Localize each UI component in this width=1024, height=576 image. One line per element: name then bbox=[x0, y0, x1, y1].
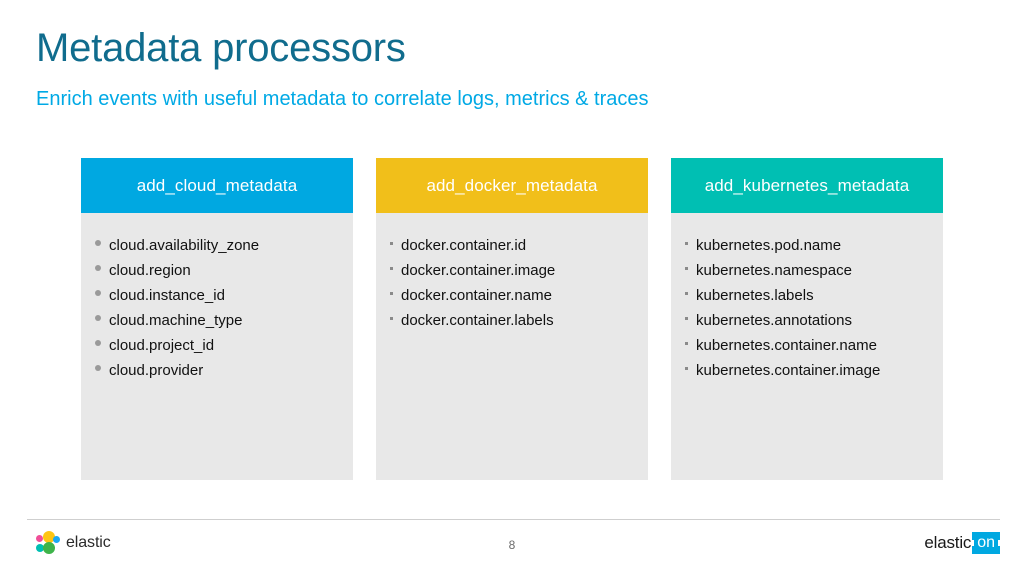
card-header-add-cloud-metadata: add_cloud_metadata bbox=[81, 158, 353, 213]
list-item: cloud.provider bbox=[95, 358, 339, 383]
list-item: docker.container.id bbox=[390, 233, 634, 258]
footer-divider bbox=[27, 519, 1000, 520]
bullet-icon bbox=[390, 317, 393, 320]
field-label: cloud.availability_zone bbox=[109, 237, 260, 254]
page-title: Metadata processors bbox=[36, 26, 406, 70]
elasticon-logo: elastic on bbox=[924, 532, 1001, 554]
field-list-cloud: cloud.availability_zone cloud.region clo… bbox=[95, 233, 339, 383]
elastic-wordmark: elastic bbox=[66, 534, 111, 551]
card-add-docker-metadata: add_docker_metadata docker.container.id … bbox=[376, 158, 648, 480]
bullet-icon bbox=[685, 267, 688, 270]
field-label: cloud.provider bbox=[109, 362, 204, 379]
card-body-add-cloud-metadata: cloud.availability_zone cloud.region clo… bbox=[81, 213, 353, 480]
field-label: docker.container.image bbox=[401, 262, 556, 279]
bullet-icon bbox=[685, 317, 688, 320]
bullet-icon bbox=[95, 265, 101, 271]
card-body-add-docker-metadata: docker.container.id docker.container.ima… bbox=[376, 213, 648, 480]
field-label: kubernetes.annotations bbox=[696, 312, 852, 329]
field-list-kubernetes: kubernetes.pod.name kubernetes.namespace… bbox=[685, 233, 929, 383]
elasticon-on-badge: on bbox=[971, 532, 1001, 554]
field-label: kubernetes.labels bbox=[696, 287, 814, 304]
field-list-docker: docker.container.id docker.container.ima… bbox=[390, 233, 634, 333]
elastic-cluster-icon bbox=[36, 531, 60, 555]
list-item: kubernetes.pod.name bbox=[685, 233, 929, 258]
bullet-icon bbox=[685, 367, 688, 370]
elastic-logo: elastic bbox=[36, 531, 111, 555]
list-item: kubernetes.labels bbox=[685, 283, 929, 308]
list-item: docker.container.image bbox=[390, 258, 634, 283]
bullet-icon bbox=[685, 242, 688, 245]
bullet-icon bbox=[95, 365, 101, 371]
list-item: cloud.region bbox=[95, 258, 339, 283]
card-header-add-docker-metadata: add_docker_metadata bbox=[376, 158, 648, 213]
list-item: kubernetes.namespace bbox=[685, 258, 929, 283]
field-label: kubernetes.pod.name bbox=[696, 237, 842, 254]
card-add-cloud-metadata: add_cloud_metadata cloud.availability_zo… bbox=[81, 158, 353, 480]
field-label: docker.container.name bbox=[401, 287, 552, 304]
list-item: kubernetes.container.name bbox=[685, 333, 929, 358]
page-subtitle: Enrich events with useful metadata to co… bbox=[36, 88, 649, 110]
field-label: cloud.project_id bbox=[109, 337, 215, 354]
field-label: docker.container.labels bbox=[401, 312, 554, 329]
field-label: kubernetes.container.name bbox=[696, 337, 877, 354]
field-label: kubernetes.container.image bbox=[696, 362, 881, 379]
field-label: kubernetes.namespace bbox=[696, 262, 852, 279]
card-body-add-kubernetes-metadata: kubernetes.pod.name kubernetes.namespace… bbox=[671, 213, 943, 480]
list-item: cloud.machine_type bbox=[95, 308, 339, 333]
card-header-add-kubernetes-metadata: add_kubernetes_metadata bbox=[671, 158, 943, 213]
field-label: docker.container.id bbox=[401, 237, 527, 254]
field-label: cloud.machine_type bbox=[109, 312, 243, 329]
bullet-icon bbox=[390, 292, 393, 295]
bullet-icon bbox=[390, 242, 393, 245]
list-item: cloud.availability_zone bbox=[95, 233, 339, 258]
bullet-icon bbox=[685, 342, 688, 345]
bullet-icon bbox=[95, 290, 101, 296]
elasticon-wordmark: elastic bbox=[924, 533, 972, 552]
bullet-icon bbox=[95, 315, 101, 321]
field-label: cloud.region bbox=[109, 262, 191, 279]
list-item: kubernetes.container.image bbox=[685, 358, 929, 383]
list-item: cloud.instance_id bbox=[95, 283, 339, 308]
list-item: docker.container.labels bbox=[390, 308, 634, 333]
bullet-icon bbox=[390, 267, 393, 270]
card-add-kubernetes-metadata: add_kubernetes_metadata kubernetes.pod.n… bbox=[671, 158, 943, 480]
list-item: docker.container.name bbox=[390, 283, 634, 308]
bullet-icon bbox=[95, 240, 101, 246]
bullet-icon bbox=[95, 340, 101, 346]
list-item: cloud.project_id bbox=[95, 333, 339, 358]
page-number: 8 bbox=[508, 538, 516, 552]
metadata-processor-cards: add_cloud_metadata cloud.availability_zo… bbox=[81, 158, 943, 480]
field-label: cloud.instance_id bbox=[109, 287, 225, 304]
list-item: kubernetes.annotations bbox=[685, 308, 929, 333]
bullet-icon bbox=[685, 292, 688, 295]
